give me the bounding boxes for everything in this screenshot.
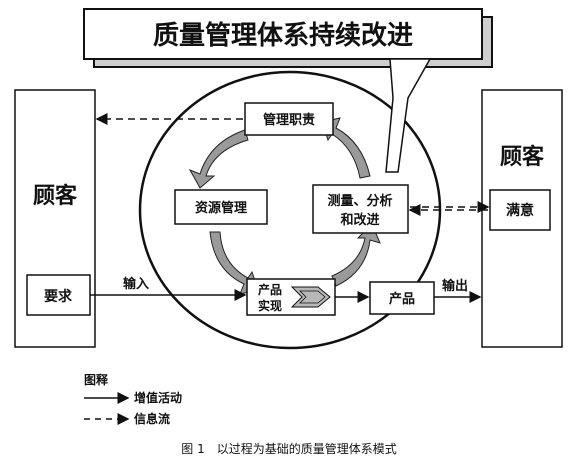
product-box: 产品 bbox=[369, 281, 435, 315]
figure-caption: 图 1 以过程为基础的质量管理体系模式 bbox=[181, 441, 396, 456]
customer-left: 顾客 要求 bbox=[14, 89, 96, 348]
svg-text:测量、分析: 测量、分析 bbox=[327, 193, 392, 209]
svg-text:实现: 实现 bbox=[258, 298, 282, 313]
legend-heading: 图释 bbox=[84, 372, 109, 387]
legend-value-activity: 增值活动 bbox=[134, 390, 182, 405]
svg-text:管理职责: 管理职责 bbox=[263, 112, 315, 128]
arrow-responsibility-to-resources bbox=[188, 129, 249, 189]
requirement-label: 要求 bbox=[44, 288, 73, 305]
svg-text:产品: 产品 bbox=[258, 282, 282, 297]
customer-right-label: 顾客 bbox=[500, 144, 545, 170]
diagram-title: 质量管理体系持续改进 bbox=[153, 20, 413, 51]
satisfaction-label: 满意 bbox=[506, 202, 534, 219]
realization-box: 产品 实现 bbox=[246, 278, 336, 316]
continual-improvement-arrow bbox=[385, 58, 432, 173]
customer-left-label: 顾客 bbox=[33, 183, 78, 209]
input-label: 输入 bbox=[123, 276, 149, 292]
svg-text:资源管理: 资源管理 bbox=[195, 200, 247, 216]
customer-right: 顾客 满意 bbox=[481, 89, 563, 348]
value-flow-lines bbox=[90, 289, 482, 303]
legend-info-flow: 信息流 bbox=[134, 411, 170, 426]
legend: 图释 增值活动 信息流 bbox=[84, 372, 182, 426]
resources-box: 资源管理 bbox=[174, 189, 268, 225]
title-banner: 质量管理体系持续改进 bbox=[83, 8, 493, 68]
output-label: 输出 bbox=[442, 278, 468, 294]
information-flow-lines bbox=[95, 113, 490, 216]
responsibility-box: 管理职责 bbox=[244, 102, 334, 136]
svg-text:产品: 产品 bbox=[389, 291, 415, 307]
measurement-box: 测量、分析 和改进 bbox=[312, 184, 409, 234]
svg-text:和改进: 和改进 bbox=[340, 212, 379, 228]
